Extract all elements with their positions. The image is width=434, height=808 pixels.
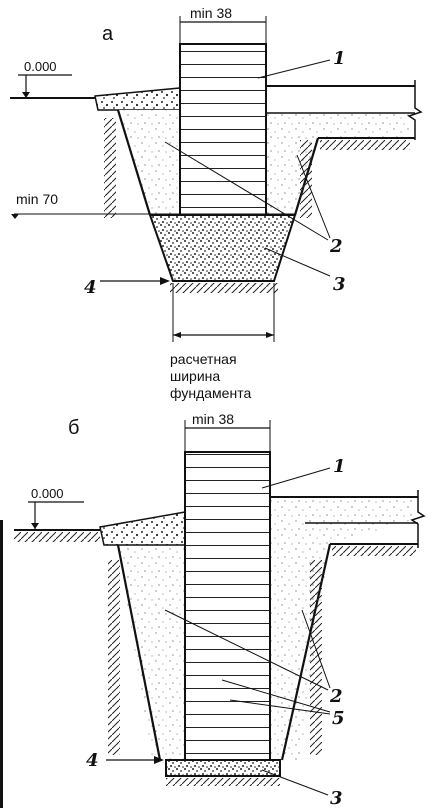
hatch-under-b (166, 778, 280, 786)
width-note-line2: ширина (170, 368, 220, 384)
panel-label-a: а (102, 23, 114, 45)
width-label-a: min 38 (190, 5, 232, 21)
leader-2a-b (164, 609, 329, 691)
callout-1-b: 1 (333, 456, 346, 477)
ground-level-marker-a: 0.000 (18, 59, 72, 98)
leader-2b-b (301, 609, 331, 689)
callout-4-b: 4 (86, 750, 99, 771)
callout-2-a: 2 (329, 236, 343, 257)
hatch-under-a (170, 283, 278, 293)
trench-wall-left-a (116, 109, 152, 216)
leader-3-a (264, 247, 331, 277)
width-note-line3: фундамента (170, 385, 251, 401)
width-dimension-a: min 38 (179, 5, 267, 45)
depth-label-a: min 70 (16, 191, 58, 207)
leader-2b-a (296, 154, 331, 239)
hatch-left-b (108, 560, 120, 755)
figure-a: а min 38 0.000 (10, 5, 423, 401)
callout-5-b: 5 (332, 708, 345, 729)
trench-fill-right-a (266, 113, 410, 215)
depth-marker-a: min 70 (11, 191, 295, 219)
callout-3-b: 3 (330, 788, 343, 808)
trench-fill-a (118, 110, 180, 215)
bottom-width-dimension-a: расчетная ширина фундамента (170, 283, 275, 401)
hatch-ground-left-b (14, 532, 100, 542)
leader-5a-b (221, 679, 331, 713)
leader-2a-a (164, 141, 329, 241)
hatch-right-a (300, 140, 312, 218)
break-line-b (410, 490, 426, 548)
width-note-line1: расчетная (170, 351, 237, 367)
callout-2-b: 2 (329, 686, 343, 707)
wall-a (179, 43, 267, 216)
blind-area-b (99, 511, 186, 546)
panel-label-b: б (68, 417, 79, 439)
hatch-floor-right-a (320, 140, 410, 150)
leader-1-b (261, 467, 331, 489)
callout-3-a: 3 (333, 274, 346, 295)
backfill-b (118, 545, 185, 760)
leader-3-b (261, 769, 329, 796)
figure-b: б min 38 0.000 (14, 411, 426, 808)
backfill-right-b (270, 500, 412, 760)
level-label-b: 0.000 (31, 486, 64, 501)
leader-1-a (257, 59, 331, 79)
wall-b (184, 451, 271, 761)
width-label-b: min 38 (192, 411, 234, 427)
width-dimension-b: min 38 (184, 411, 271, 452)
break-line-a (407, 80, 423, 140)
blind-area-a (94, 87, 181, 111)
callout-1-a: 1 (333, 48, 346, 69)
hatch-right-b (310, 560, 322, 755)
page-edge-strip (0, 520, 3, 808)
callout-4-a: 4 (84, 277, 97, 298)
ground-level-marker-b: 0.000 (28, 486, 84, 529)
sand-layer-b (165, 759, 281, 777)
hatch-left-a (104, 118, 116, 218)
trench-wall-left-b (116, 544, 162, 761)
leader-5b-b (229, 699, 331, 715)
sand-cushion-a (148, 214, 297, 282)
level-label-a: 0.000 (24, 59, 57, 74)
hatch-floor-right-b (332, 546, 416, 556)
